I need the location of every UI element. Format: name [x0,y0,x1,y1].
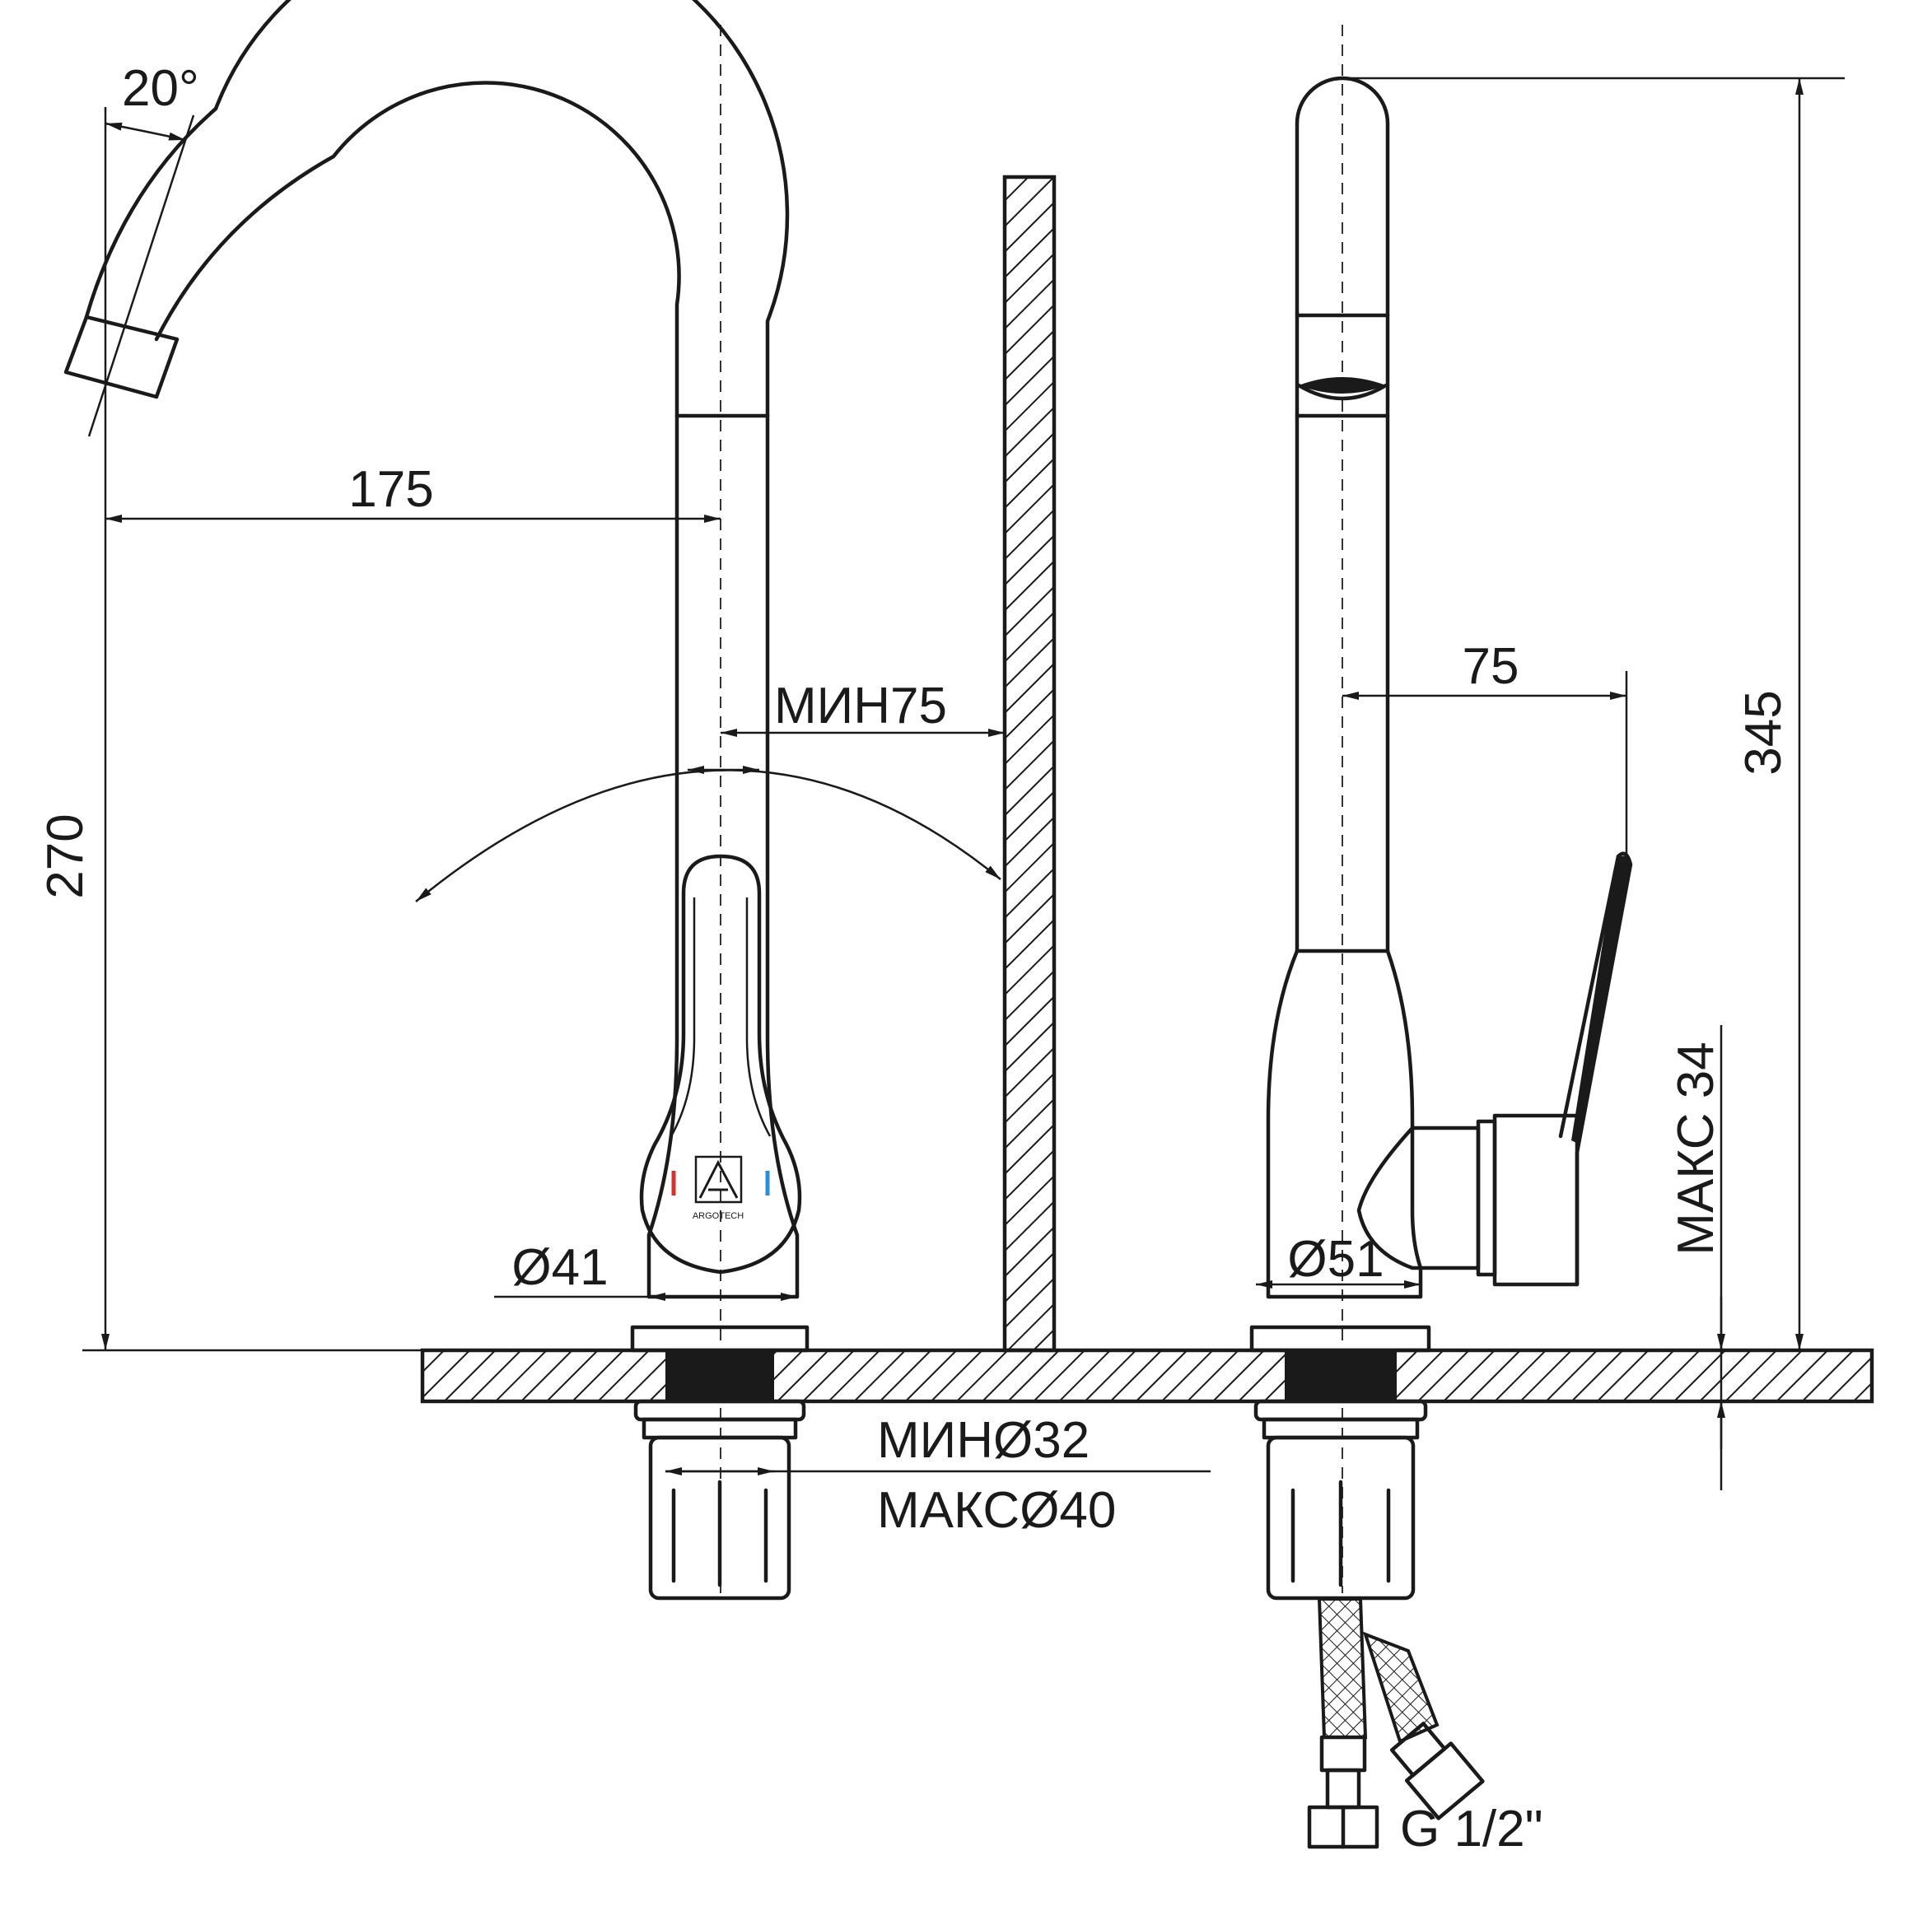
hole-max-label: МАКСØ40 [877,1482,1116,1539]
hose-2 [1362,1631,1440,1744]
hose-1 [1317,1597,1368,1739]
dim-dia-left: Ø41 [494,1239,797,1301]
height-left-label: 270 [37,813,94,898]
body-right [1266,949,1423,1299]
dim-hole: МИНØ32 МАКСØ40 [665,1412,1211,1539]
height-right-label: 345 [1735,690,1792,775]
countertop [82,1348,1874,1404]
wall [1002,175,1057,1353]
dim-height-left: 270 [37,436,110,1350]
svg-text:ARGOTECH: ARGOTECH [693,1211,744,1221]
rotation-arc [415,769,1001,902]
thread-label: G 1/2" [1400,1801,1543,1857]
aerator-right [1299,377,1386,394]
aerator [63,315,180,399]
logo-icon: ARGOTECH [693,1155,744,1221]
dim-lever-reach: 75 [1342,638,1628,856]
min-wall-label: МИН75 [774,678,947,734]
cartridge [1356,1126,1481,1270]
max-thickness-label: МАКС 34 [1668,1042,1724,1255]
lever-base [1492,1113,1580,1287]
shank [665,1350,774,1401]
dia-left-label: Ø41 [511,1239,608,1296]
nut [648,1435,791,1601]
dia-right-label: Ø51 [1287,1231,1384,1288]
right-faucet [1249,76,1633,1849]
hole-min-label: МИНØ32 [877,1412,1090,1469]
dim-height-right: 345 [1342,77,1845,1350]
reach-label: 175 [348,461,433,518]
lever [639,854,802,1275]
dim-min-wall: МИН75 [688,678,1005,774]
dim-max-thickness: МАКС 34 [1668,1025,1725,1490]
lever-reach-label: 75 [1463,638,1519,695]
angle-label: 20° [122,60,199,117]
dim-spout-reach: 175 [105,461,721,523]
spout-inner [154,81,681,418]
dim-angle: 20° [87,60,199,437]
dim-dia-right: Ø51 [1256,1231,1421,1289]
connector-2 [1404,1741,1485,1820]
